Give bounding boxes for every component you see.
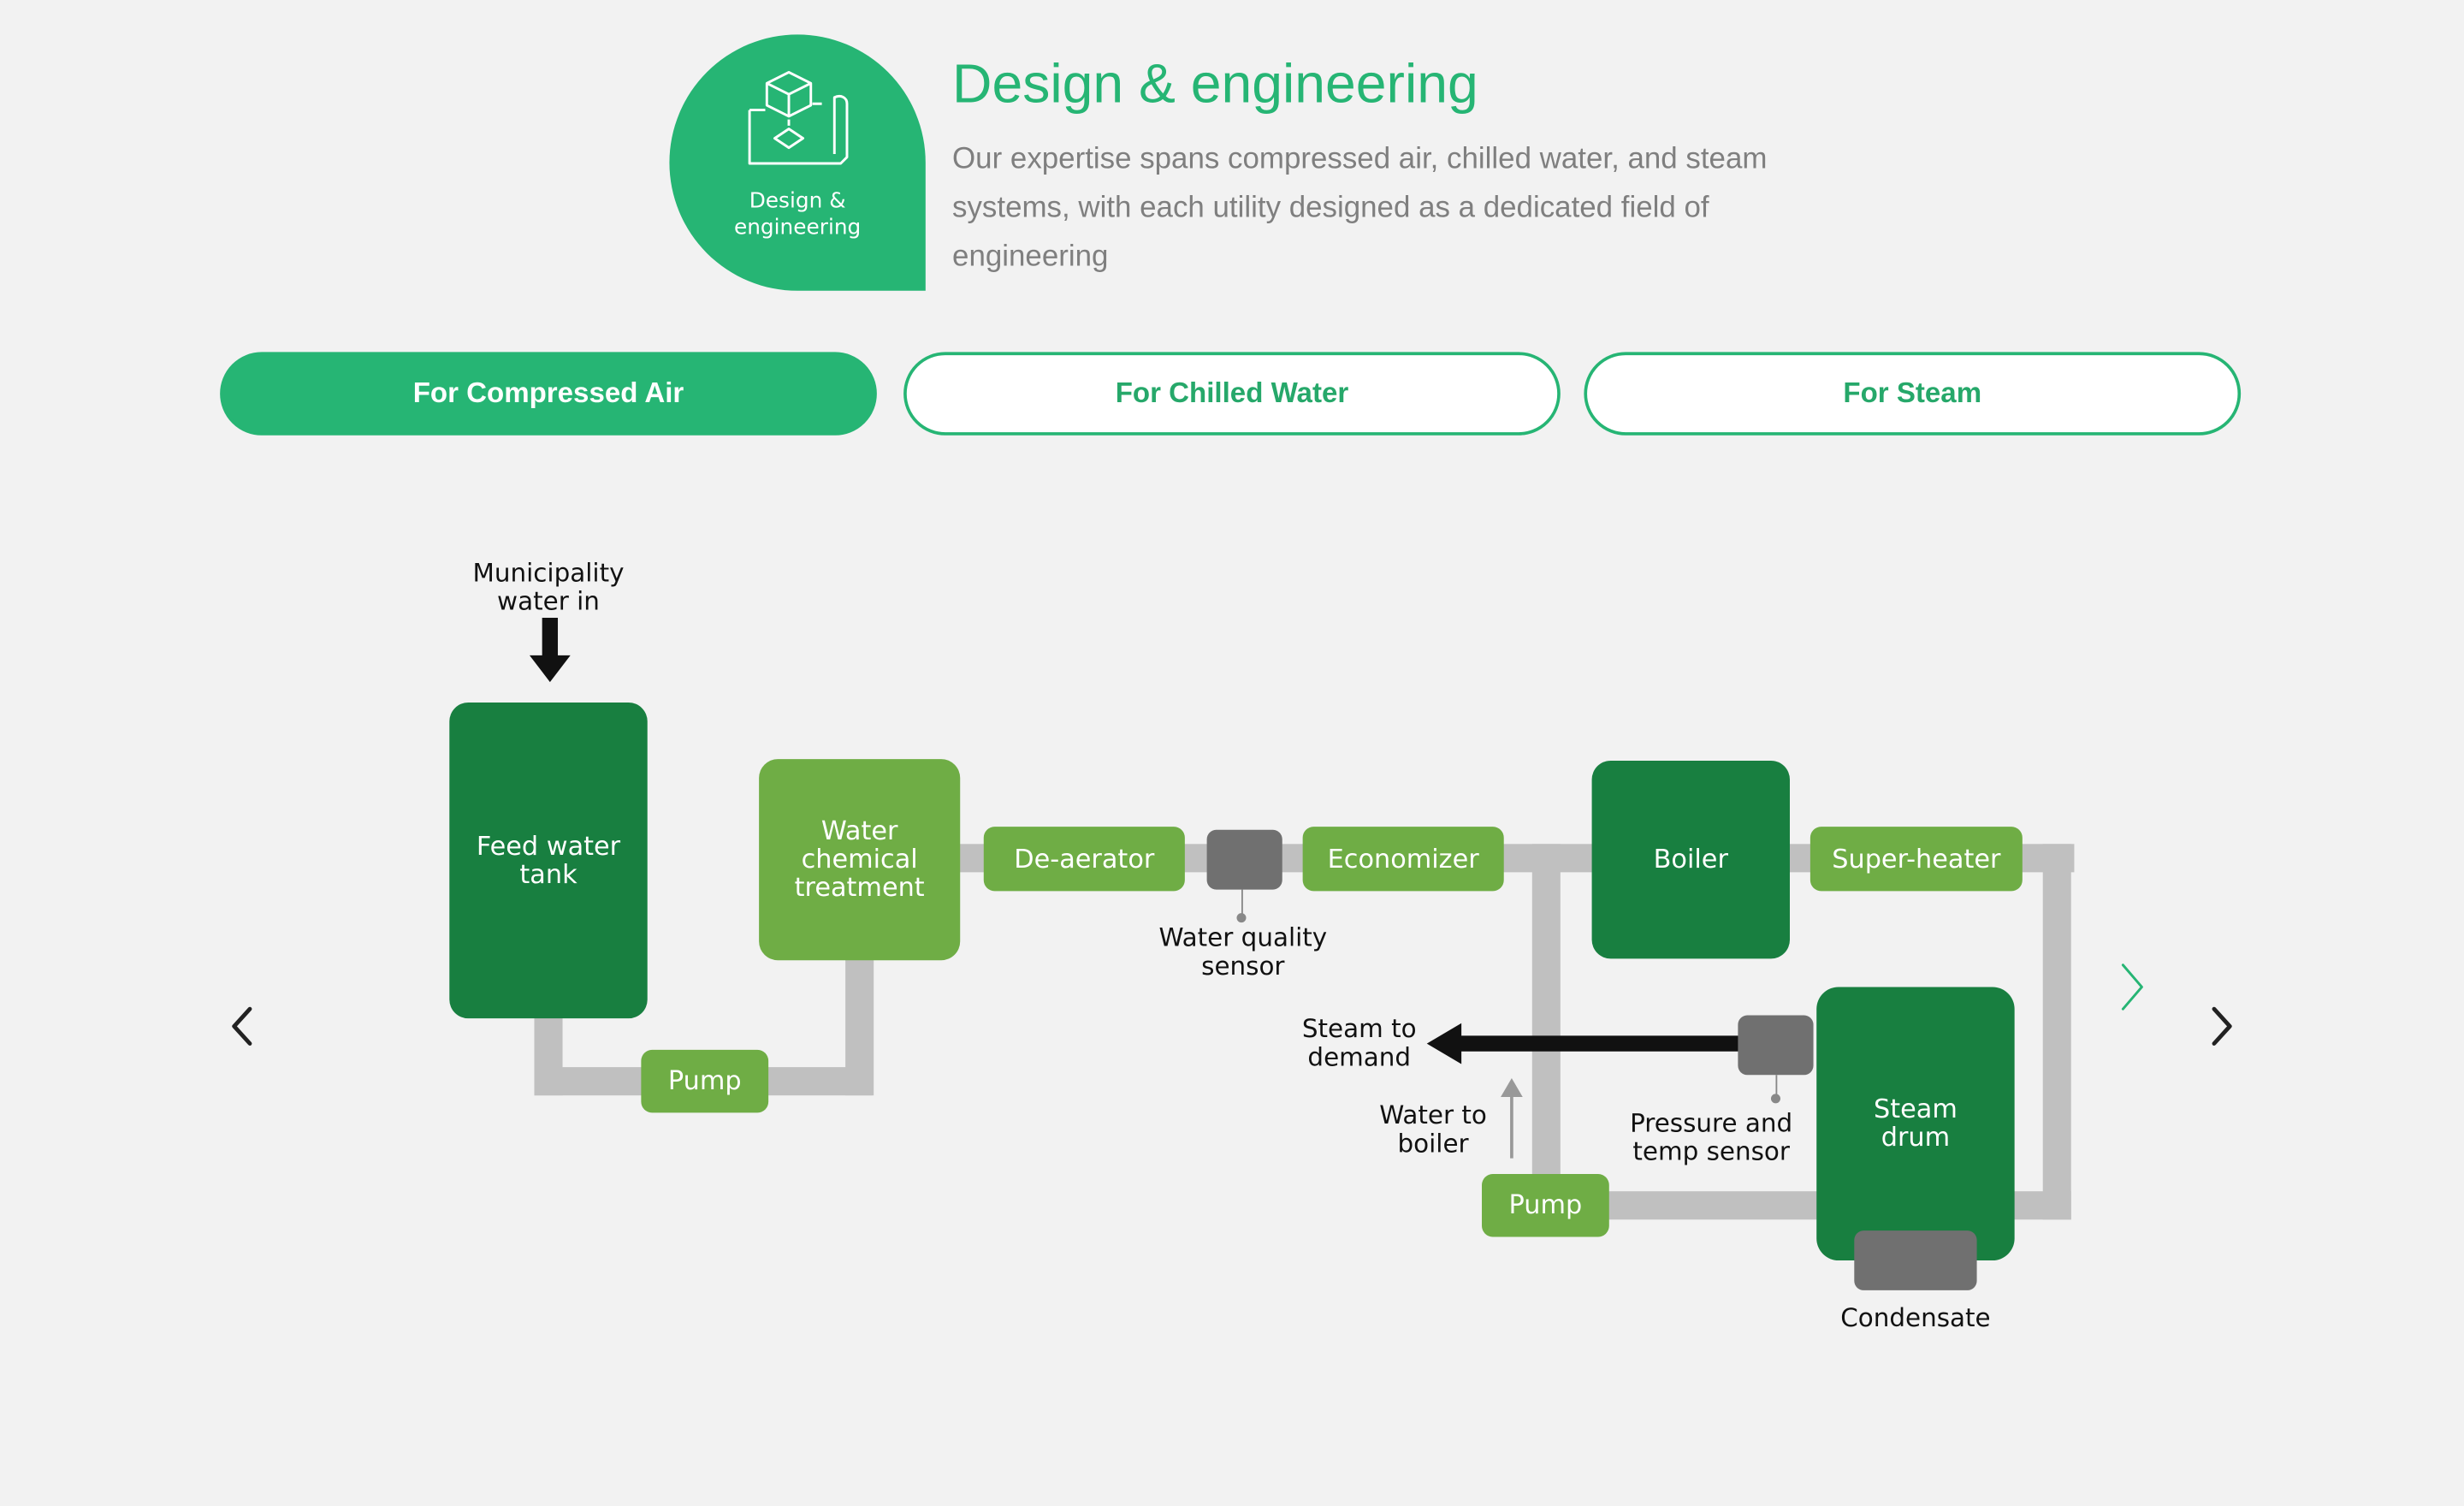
pump-left: Pump — [641, 1049, 769, 1113]
arrow-up-icon — [1501, 1077, 1523, 1159]
arrow-left-icon — [1426, 1023, 1744, 1064]
boiler: Boiler — [1591, 760, 1791, 959]
pump-right: Pump — [1482, 1174, 1609, 1237]
condensate-trap — [1854, 1230, 1977, 1290]
water-quality-sensor — [1206, 829, 1282, 890]
sensor-lead-dot — [1770, 1094, 1780, 1104]
de-aerator: De-aerator — [983, 827, 1185, 892]
super-heater: Super-heater — [1810, 827, 2023, 892]
pipe — [1587, 1191, 1839, 1220]
tab-compressed-air[interactable]: For Compressed Air — [220, 352, 877, 436]
design-engineering-badge: Design & engineering — [669, 34, 926, 291]
chevron-right-icon[interactable] — [2205, 1003, 2239, 1050]
economizer: Economizer — [1302, 827, 1504, 892]
pipe — [845, 951, 874, 1096]
thin-chevron-right-icon[interactable] — [2115, 958, 2149, 1015]
page-title: Design & engineering — [952, 53, 1478, 116]
pipe — [1531, 844, 1561, 1206]
blueprint-cube-icon — [748, 71, 849, 165]
sensor-lead — [1775, 1075, 1778, 1098]
page-description: Our expertise spans compressed air, chil… — [952, 143, 1768, 274]
pressure-temp-sensor — [1738, 1015, 1814, 1076]
condensate-label: Condensate — [1840, 1302, 1991, 1333]
arrow-down-icon — [529, 617, 571, 683]
pipe — [2042, 844, 2071, 1220]
chevron-left-icon[interactable] — [225, 1003, 259, 1050]
sensor-lead — [1241, 889, 1243, 918]
tab-steam[interactable]: For Steam — [1584, 352, 2242, 436]
badge-label: Design & engineering — [733, 188, 862, 241]
tab-chilled-water[interactable]: For Chilled Water — [903, 352, 1561, 436]
sensor-lead-dot — [1236, 913, 1247, 923]
